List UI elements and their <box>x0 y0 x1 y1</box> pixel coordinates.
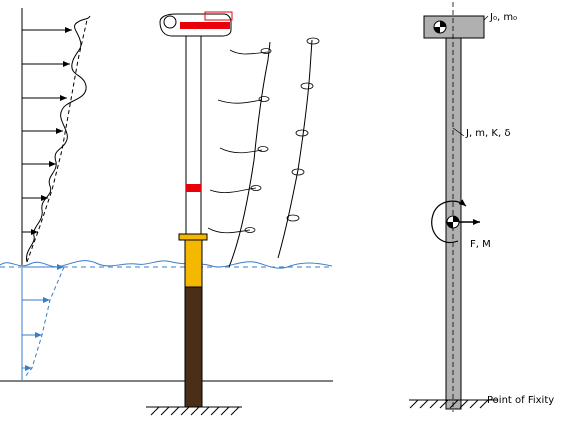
fixity-hatch <box>409 399 489 409</box>
beam-model: J₀, m₀ J, m, K, δ F, M Point of Fixity <box>409 2 554 412</box>
wake-vortex <box>260 48 272 54</box>
force-moment-label: F, M <box>470 239 491 250</box>
wake-vortex <box>258 96 270 102</box>
transition-piece <box>184 239 203 288</box>
wake-vortex <box>244 227 256 233</box>
point-of-fixity-label: Point of Fixity <box>487 395 554 406</box>
wind-turbine <box>146 11 242 416</box>
nacelle-roof-outline <box>204 11 233 21</box>
wake-vortex <box>291 168 305 176</box>
top-mass-block <box>423 15 485 39</box>
top-mass-cg-icon <box>433 20 447 34</box>
wake-eddy <box>217 99 263 104</box>
current-profile <box>21 264 65 380</box>
wake-line-right <box>277 39 313 259</box>
beam-properties-label: J, m, K, δ <box>465 128 510 139</box>
wave-surface <box>0 260 333 269</box>
wind-profile <box>21 8 91 265</box>
wake-vortex <box>306 37 320 45</box>
mean-wind-profile <box>26 19 88 263</box>
beam-label-leader <box>452 127 465 137</box>
top-mass-label: J₀, m₀ <box>489 12 517 23</box>
wake-vortex <box>300 82 314 90</box>
wake-eddy <box>209 187 257 193</box>
turbulent-wind-profile <box>26 15 91 263</box>
monopile <box>184 286 203 408</box>
wake-vortex <box>286 214 300 222</box>
wake-turbulence <box>207 37 320 268</box>
wake-eddy <box>207 227 251 234</box>
tower-marker-band <box>186 184 201 192</box>
top-mass-label-leader <box>483 15 489 21</box>
wake-eddy <box>219 147 263 154</box>
wake-vortex <box>250 185 262 191</box>
wake-vortex <box>257 146 269 152</box>
moment-arrow <box>431 199 467 244</box>
transition-piece-flange <box>178 233 208 241</box>
current-profile-line <box>23 266 65 379</box>
wake-vortex <box>295 129 309 137</box>
foundation-hatch <box>150 406 240 416</box>
sea-surface <box>0 260 333 269</box>
hub <box>163 15 177 29</box>
wake-eddy <box>229 49 269 55</box>
load-point-cg-icon <box>446 215 460 229</box>
tower <box>185 29 202 236</box>
wake-line-left <box>228 41 271 268</box>
rotor-band <box>180 22 230 29</box>
